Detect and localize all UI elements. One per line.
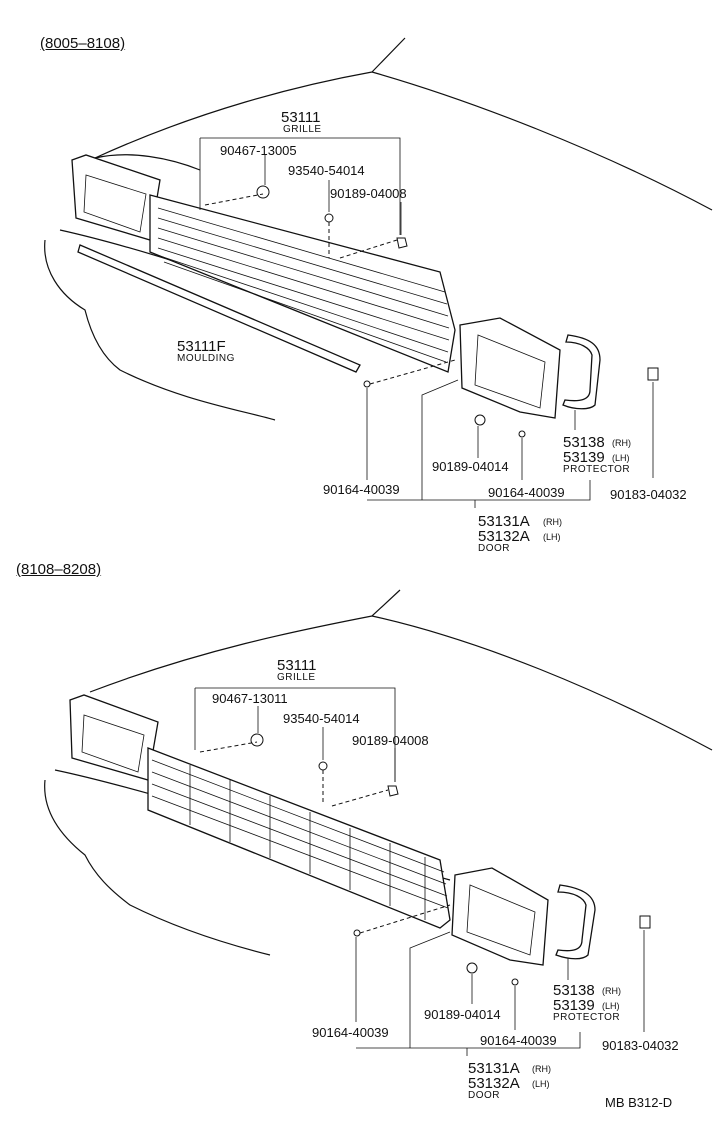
rh-tag: (RH) <box>602 986 621 996</box>
grille-label: GRILLE <box>277 672 316 683</box>
diagram-2-drawing <box>44 589 713 1056</box>
part-90467: 90467-13011 <box>212 691 288 706</box>
clip-icon <box>647 367 659 381</box>
part-90189-04014: 90189-04014 <box>432 459 509 474</box>
part-90183: 90183-04032 <box>602 1038 679 1053</box>
grille-label: GRILLE <box>283 124 322 135</box>
diagram-1-drawing <box>44 37 713 508</box>
lh-tag: (LH) <box>543 532 561 542</box>
screw-icon <box>318 761 328 771</box>
lh-tag: (LH) <box>602 1001 620 1011</box>
lh-tag: (LH) <box>612 453 630 463</box>
door-label: DOOR <box>478 543 510 554</box>
door-rh-number: 53131A <box>468 1060 520 1077</box>
clip-icon <box>250 733 264 747</box>
rh-tag: (RH) <box>532 1064 551 1074</box>
protector-lh-number: 53139 <box>563 449 605 466</box>
rh-tag: (RH) <box>543 517 562 527</box>
screw-icon <box>363 380 371 388</box>
date-range-heading: (8108–8208) <box>16 561 102 578</box>
rh-tag: (RH) <box>612 438 631 448</box>
moulding-label: MOULDING <box>177 353 235 364</box>
door-label: DOOR <box>468 1090 500 1101</box>
lh-tag: (LH) <box>532 1079 550 1089</box>
door-lh-number: 53132A <box>478 528 530 545</box>
grommet-icon <box>474 414 486 426</box>
protector-rh-number: 53138 <box>563 434 605 451</box>
protector-label: PROTECTOR <box>563 464 631 475</box>
part-90164-left: 90164-40039 <box>312 1025 389 1040</box>
screw-icon <box>518 430 526 438</box>
part-90183: 90183-04032 <box>610 487 687 502</box>
part-90164-left: 90164-40039 <box>323 482 400 497</box>
grille-slats-1 <box>157 207 450 363</box>
part-90164-right: 90164-40039 <box>488 485 565 500</box>
grille-grid-2 <box>151 759 449 920</box>
protector-label: PROTECTOR <box>553 1012 621 1023</box>
part-90189-04014: 90189-04014 <box>424 1007 501 1022</box>
grille-part-number: 53111 <box>281 109 321 126</box>
part-90189-04008: 90189-04008 <box>352 733 429 748</box>
part-90467: 90467-13005 <box>220 143 297 158</box>
protector-lh-number: 53139 <box>553 997 595 1014</box>
clip-icon <box>639 915 651 929</box>
part-90164-right: 90164-40039 <box>480 1033 557 1048</box>
date-range-heading: (8005–8108) <box>40 35 126 52</box>
diagram-code: MB B312-D <box>605 1095 673 1110</box>
part-90189-04008: 90189-04008 <box>330 186 407 201</box>
protector-rh-number: 53138 <box>553 982 595 999</box>
part-93540: 93540-54014 <box>288 163 365 178</box>
nut-icon <box>396 237 408 249</box>
door-rh-number: 53131A <box>478 513 530 530</box>
moulding-part-number: 53111F <box>177 338 226 355</box>
part-93540: 93540-54014 <box>283 711 360 726</box>
screw-icon <box>353 929 361 937</box>
screw-icon <box>324 213 334 223</box>
grommet-icon <box>466 962 478 974</box>
grille-part-number: 53111 <box>277 657 317 674</box>
clip-icon <box>256 185 270 199</box>
door-lh-number: 53132A <box>468 1075 520 1092</box>
screw-icon <box>511 978 519 986</box>
nut-icon <box>387 785 399 797</box>
